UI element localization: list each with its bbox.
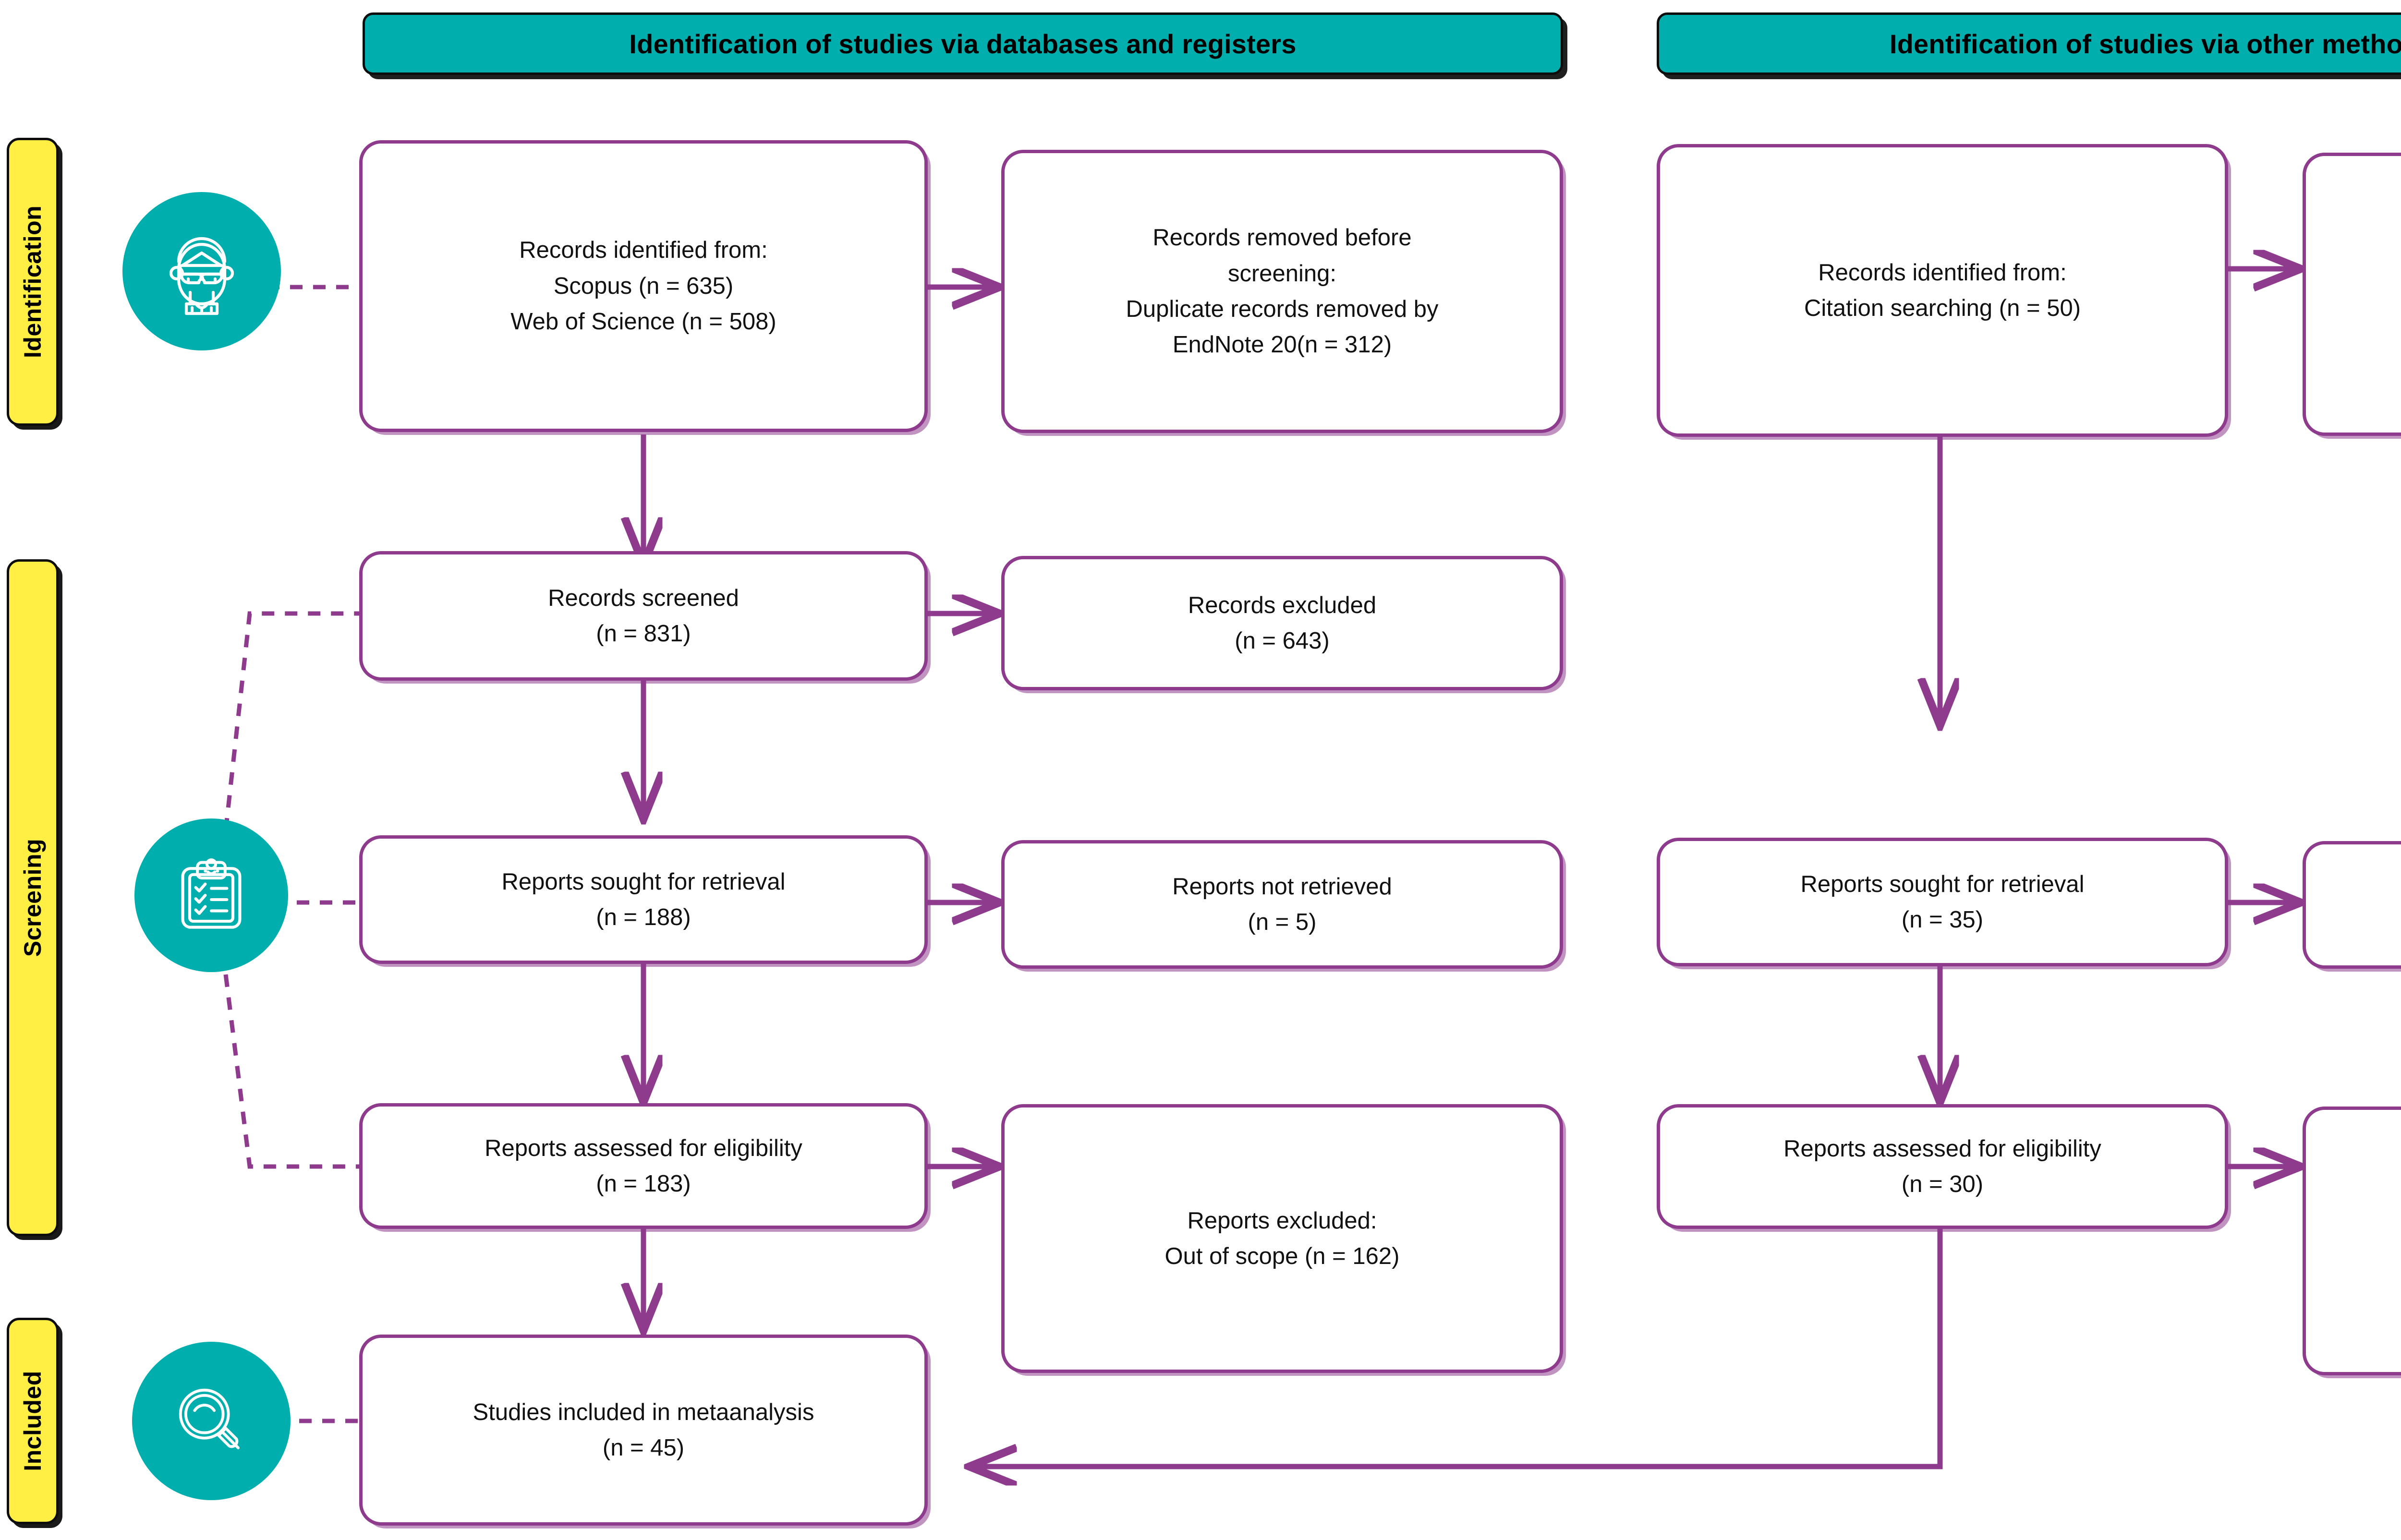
box-line: (n = 30) [1901,1171,1984,1197]
box-line: Records excluded [1188,592,1377,618]
box-line: (n = 183) [596,1171,691,1197]
reports-not-retrieved-box[interactable]: Reports not retrieved (n = 5) [1001,840,1563,969]
box-line: Out of scope (n = 15) [2318,294,2401,330]
box-line: Studies included in metaanalysis [473,1399,814,1425]
clipboard-checklist-icon [181,858,242,929]
reports-excluded-snowball-box[interactable]: Reports excluded: Duplicates (n = 3) Lac… [2303,1107,2401,1375]
studies-included-in-metaanalysis-box[interactable]: Studies included in metaanalysis (n = 45… [359,1335,928,1526]
box-line: (n = 45) [602,1435,685,1461]
phase-label-text: Screening [19,838,46,957]
box-line: Reports not retrieved [2318,869,2401,905]
phase-label-identification: Identification [7,138,59,426]
box-line: Citation searching (n = 50) [1804,295,2081,321]
reports-excluded-box[interactable]: Reports excluded: Out of scope (n = 162) [1001,1104,1563,1373]
box-line: Records excluded [2318,259,2401,294]
box-line: EndNote 20(n = 312) [1172,332,1392,358]
reports-not-retrieved-snowball-box[interactable]: Reports not retrieved (n = 5) [2303,841,2401,969]
box-line: Reports assessed for eligibility [1783,1135,2101,1162]
banner-label: Identification of studies via databases … [629,28,1297,59]
box-line: Duplicate records removed by [1126,296,1439,322]
records-excluded-out-of-scope-box[interactable]: Records excluded Out of scope (n = 15) [2303,153,2401,436]
banner-label: Identification of studies via other meth… [1889,28,2401,59]
box-line: Scopus (n = 635) [553,273,734,299]
researcher-goggles-icon [169,237,234,315]
reports-assessed-for-eligibility-snowball-box[interactable]: Reports assessed for eligibility (n = 30… [1657,1104,2228,1229]
banner-databases-and-registers: Identification of studies via databases … [363,12,1563,75]
box-line: Reports sought for retrieval [501,868,786,895]
box-line: Duplicates (n = 3) [2318,1223,2401,1259]
box-line: Reports not retrieved [1172,873,1392,900]
icon-circle-identification [122,192,281,350]
box-line: Records screened [548,585,739,611]
dotted-clipboard-to-screened [223,611,359,831]
phase-label-text: Included [19,1371,47,1471]
box-line: Records removed before [1152,225,1412,251]
phase-label-screening: Screening [7,559,59,1236]
box-line: (n = 188) [596,904,691,930]
box-line: Reports excluded: [1187,1207,1377,1234]
banner-other-methods-snowballing: Identification of studies via other meth… [1657,12,2401,75]
box-line: Out of scope (n = 162) [1164,1243,1400,1269]
reports-sought-for-retrieval-snowball-box[interactable]: Reports sought for retrieval (n = 35) [1657,838,2228,966]
records-excluded-box[interactable]: Records excluded (n = 643) [1001,556,1563,690]
dotted-clipboard-to-assessed [223,974,359,1169]
magnifying-glass-icon [179,1388,240,1449]
icon-circle-included [132,1342,291,1500]
phase-label-text: Identification [19,205,47,359]
box-line: Reports assessed for eligibility [485,1135,802,1161]
box-line: (n = 5) [2318,905,2401,940]
box-line: (n = 5) [1248,909,1317,935]
records-removed-before-screening-box[interactable]: Records removed before screening: Duplic… [1001,150,1563,433]
reports-assessed-for-eligibility-box[interactable]: Reports assessed for eligibility (n = 18… [359,1103,928,1229]
box-line: (n = 831) [596,621,691,647]
box-line: Lack of data (n = 3) [2318,1259,2401,1294]
phase-label-included: Included [7,1318,59,1524]
box-line: Reports excluded: [2318,1187,2401,1223]
icon-circle-screening [134,818,288,972]
box-line: Web of Science (n = 508) [510,309,776,335]
box-line: screening: [1227,260,1337,287]
box-line: Records identified from: [519,237,768,264]
reports-sought-for-retrieval-box[interactable]: Reports sought for retrieval (n = 188) [359,835,928,964]
records-identified-citation-searching-box[interactable]: Records identified from: Citation search… [1657,144,2228,437]
records-identified-databases-box[interactable]: Records identified from: Scopus (n = 635… [359,140,928,432]
box-line: (n = 35) [1901,907,1984,933]
box-line: Reports sought for retrieval [1800,871,2085,897]
box-line: (n = 643) [1235,628,1330,654]
records-screened-box[interactable]: Records screened (n = 831) [359,551,928,681]
box-line: Records identified from: [1818,259,2067,286]
